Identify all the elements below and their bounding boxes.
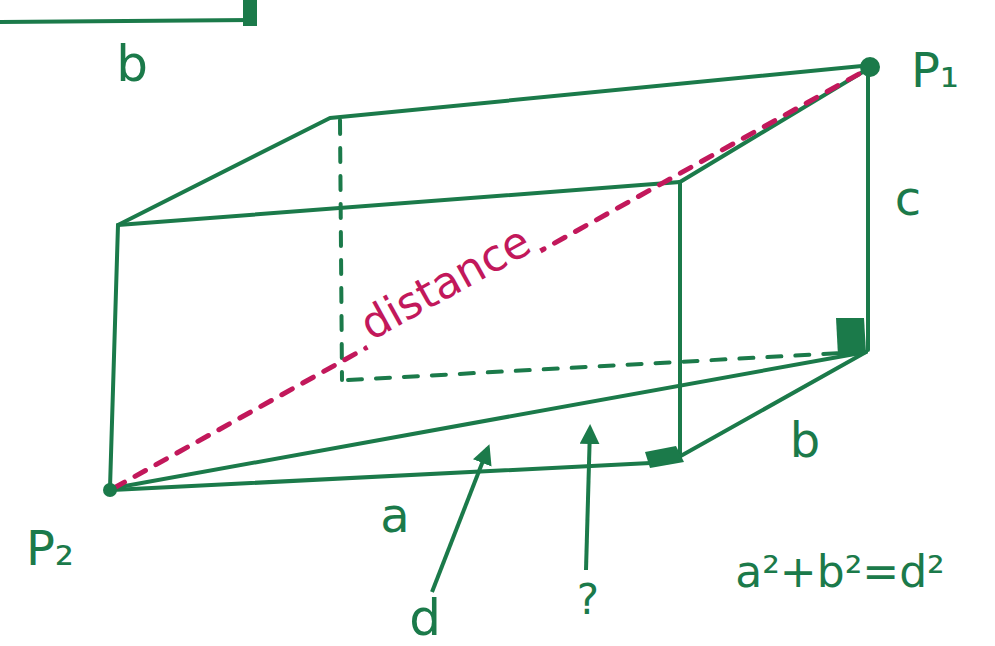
fragment-corner bbox=[243, 0, 257, 26]
dimension-label: b bbox=[116, 39, 148, 89]
point-label: P₂ bbox=[26, 524, 74, 572]
leader-arrow bbox=[432, 448, 488, 592]
dimension-label: b bbox=[790, 416, 820, 464]
d-diagonal bbox=[114, 352, 866, 488]
point-p2 bbox=[103, 483, 117, 497]
distance-diagonal bbox=[114, 70, 866, 488]
fragment-edge bbox=[0, 20, 252, 22]
dimension-label: a bbox=[380, 491, 409, 539]
front-vertical-edge bbox=[678, 182, 682, 460]
callout-label: ? bbox=[577, 579, 599, 621]
point-label: P₁ bbox=[911, 46, 959, 94]
distance-label: distance bbox=[347, 214, 544, 352]
c-edge bbox=[866, 72, 870, 350]
hidden-bottom-edge bbox=[348, 352, 860, 380]
hidden-vertical-edge bbox=[340, 120, 342, 380]
hidden-edges bbox=[340, 120, 860, 380]
left-vertical-edge bbox=[110, 225, 118, 488]
top-back-edge bbox=[118, 66, 862, 225]
box-edges bbox=[0, 0, 868, 490]
leader-arrow bbox=[586, 428, 590, 570]
point-p1 bbox=[861, 58, 879, 76]
right-angle-marker bbox=[836, 318, 866, 356]
formula-label: a²+b²=d² bbox=[735, 550, 944, 594]
right-angle-marker bbox=[645, 446, 684, 468]
a-edge bbox=[112, 462, 670, 490]
dimension-label: c bbox=[895, 174, 921, 222]
callout-label: d bbox=[409, 593, 441, 643]
